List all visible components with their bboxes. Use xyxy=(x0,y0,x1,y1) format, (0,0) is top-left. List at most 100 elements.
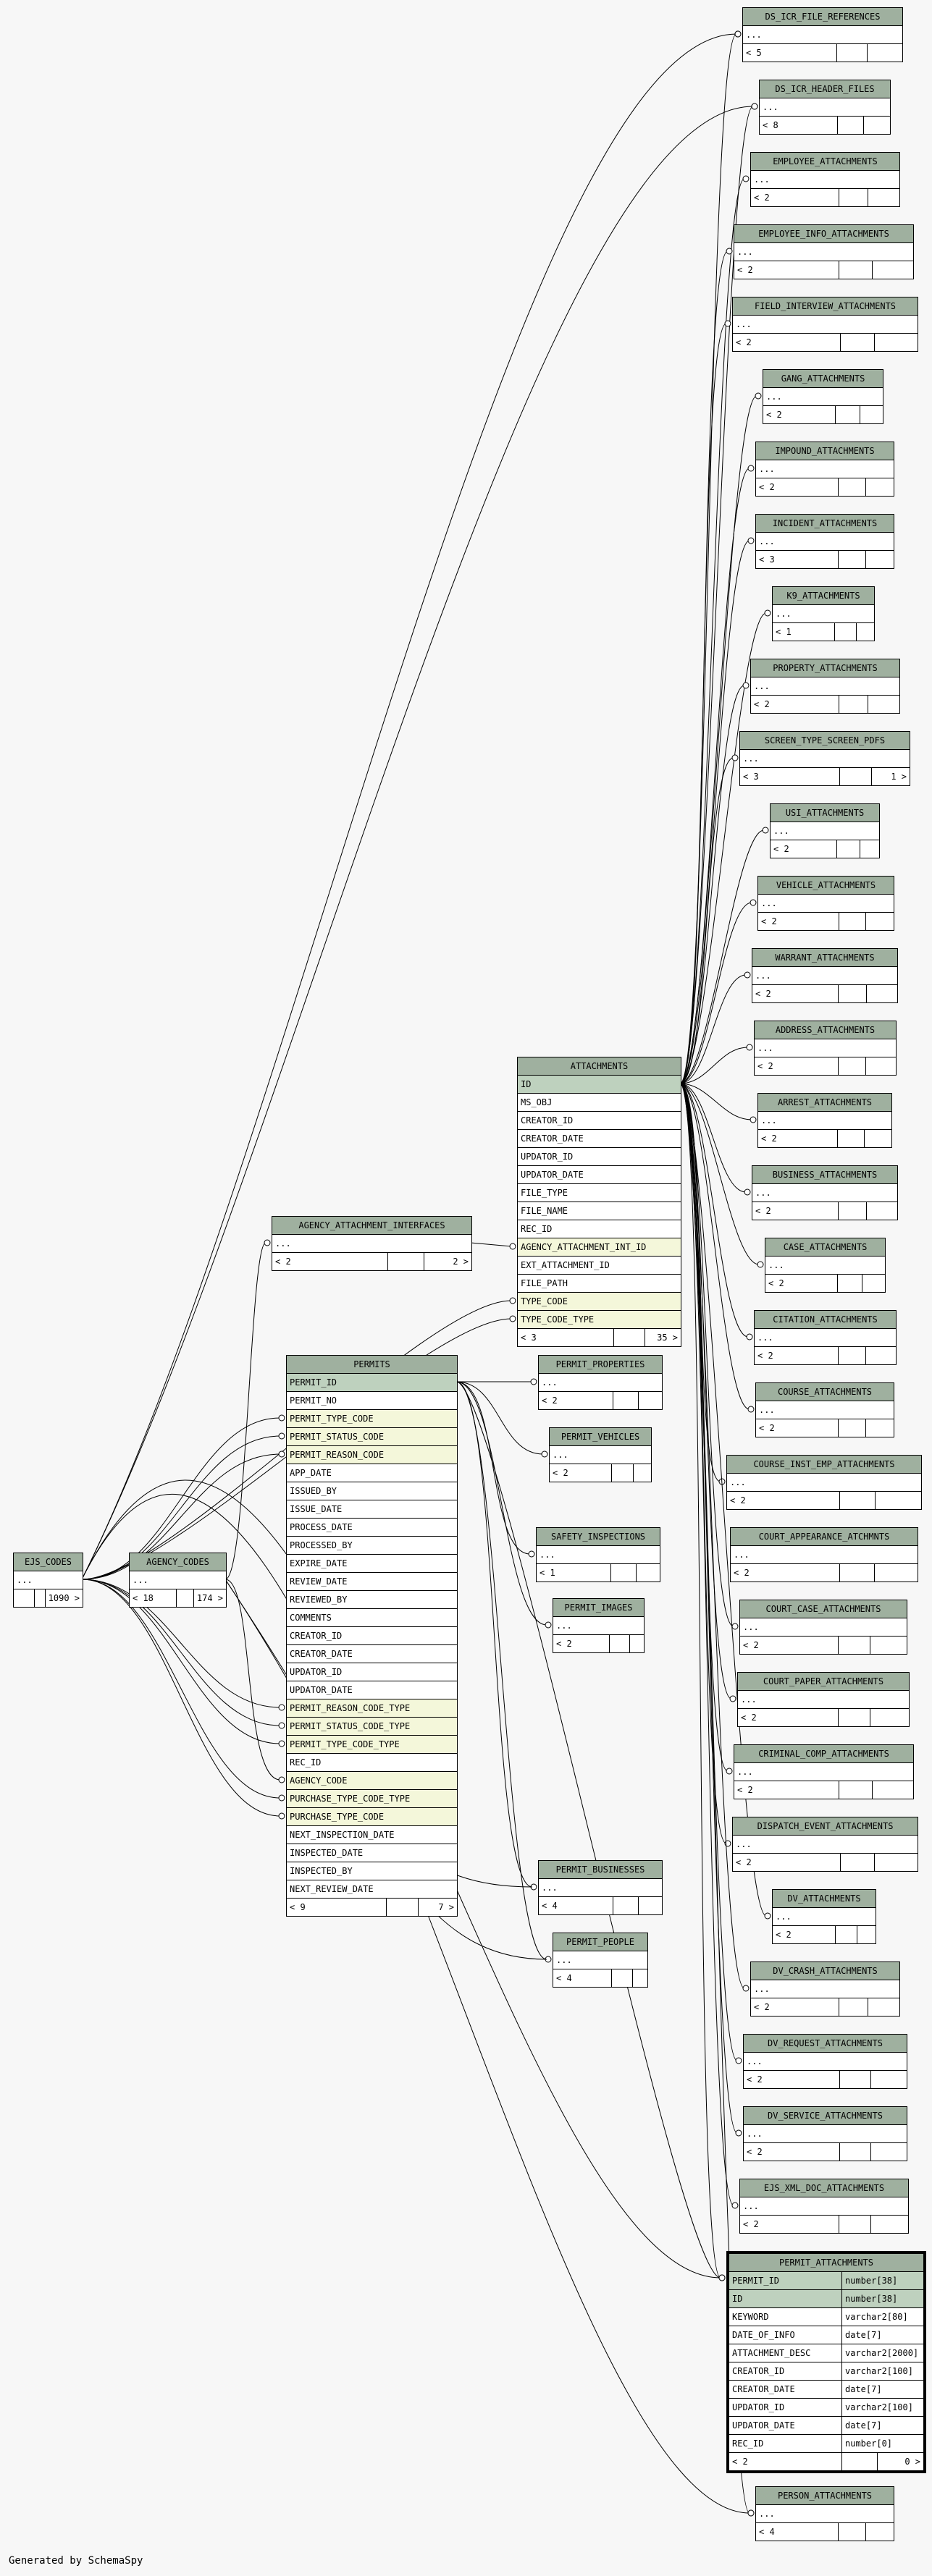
table-title[interactable]: COURT_APPEARANCE_ATCHMNTS xyxy=(731,1528,918,1546)
table-person-attachments[interactable]: PERSON_ATTACHMENTS...< 4 xyxy=(755,2486,894,2541)
table-permit-properties[interactable]: PERMIT_PROPERTIES...< 2 xyxy=(538,1355,663,1410)
table-title[interactable]: EJS_CODES xyxy=(14,1553,83,1571)
children-count xyxy=(860,406,883,423)
table-k9-attachments[interactable]: K9_ATTACHMENTS...< 1 xyxy=(772,586,875,641)
table-title[interactable]: ADDRESS_ATTACHMENTS xyxy=(755,1021,896,1039)
table-title[interactable]: PERMIT_IMAGES xyxy=(553,1599,644,1617)
table-impound-attachments[interactable]: IMPOUND_ATTACHMENTS...< 2 xyxy=(755,442,894,497)
table-title[interactable]: ATTACHMENTS xyxy=(518,1057,681,1076)
table-title[interactable]: DV_REQUEST_ATTACHMENTS xyxy=(744,2035,907,2053)
table-court-paper-attachments[interactable]: COURT_PAPER_ATTACHMENTS...< 2 xyxy=(737,1672,910,1727)
table-title[interactable]: ARREST_ATTACHMENTS xyxy=(758,1094,891,1112)
table-title[interactable]: PERMIT_ATTACHMENTS xyxy=(729,2254,923,2272)
table-usi-attachments[interactable]: USI_ATTACHMENTS...< 2 xyxy=(770,803,880,858)
table-property-attachments[interactable]: PROPERTY_ATTACHMENTS...< 2 xyxy=(750,659,900,714)
table-title[interactable]: GANG_ATTACHMENTS xyxy=(763,370,883,388)
table-dv-attachments[interactable]: DV_ATTACHMENTS...< 2 xyxy=(772,1889,876,1944)
table-criminal-comp-attachments[interactable]: CRIMINAL_COMP_ATTACHMENTS...< 2 xyxy=(734,1744,914,1799)
table-title[interactable]: DS_ICR_HEADER_FILES xyxy=(760,80,890,98)
table-business-attachments[interactable]: BUSINESS_ATTACHMENTS...< 2 xyxy=(752,1165,898,1220)
table-permit-people[interactable]: PERMIT_PEOPLE...< 4 xyxy=(553,1933,648,1988)
table-title[interactable]: COURT_CASE_ATTACHMENTS xyxy=(740,1600,907,1618)
table-title[interactable]: IMPOUND_ATTACHMENTS xyxy=(756,442,894,460)
table-dispatch-event-attachments[interactable]: DISPATCH_EVENT_ATTACHMENTS...< 2 xyxy=(732,1817,918,1872)
column-row: ... xyxy=(727,1474,921,1492)
table-vehicle-attachments[interactable]: VEHICLE_ATTACHMENTS...< 2 xyxy=(757,876,894,931)
table-citation-attachments[interactable]: CITATION_ATTACHMENTS...< 2 xyxy=(754,1310,897,1365)
column-row: NEXT_REVIEW_DATE xyxy=(287,1880,457,1899)
table-title[interactable]: USI_ATTACHMENTS xyxy=(771,804,879,822)
table-title[interactable]: SAFETY_INSPECTIONS xyxy=(537,1528,660,1546)
table-title[interactable]: AGENCY_CODES xyxy=(130,1553,226,1571)
table-title[interactable]: DISPATCH_EVENT_ATTACHMENTS xyxy=(733,1817,918,1836)
table-gang-attachments[interactable]: GANG_ATTACHMENTS...< 2 xyxy=(763,369,883,424)
crowfoot-marker xyxy=(764,609,771,617)
table-title[interactable]: DV_CRASH_ATTACHMENTS xyxy=(751,1962,899,1980)
table-title[interactable]: K9_ATTACHMENTS xyxy=(773,587,874,605)
parents-count: < 2 xyxy=(763,406,836,423)
table-title[interactable]: INCIDENT_ATTACHMENTS xyxy=(756,515,894,533)
table-ds-icr-file-references[interactable]: DS_ICR_FILE_REFERENCES...< 5 xyxy=(742,7,903,62)
relationship-line xyxy=(81,1579,281,1799)
table-ejs-codes[interactable]: EJS_CODES...1090 > xyxy=(13,1553,83,1608)
table-title[interactable]: PERMIT_BUSINESSES xyxy=(539,1861,662,1879)
table-ds-icr-header-files[interactable]: DS_ICR_HEADER_FILES...< 8 xyxy=(759,80,891,135)
relationship-line xyxy=(679,1047,749,1084)
table-title[interactable]: AGENCY_ATTACHMENT_INTERFACES xyxy=(272,1217,471,1235)
table-title[interactable]: PERSON_ATTACHMENTS xyxy=(756,2487,894,2505)
column-row: PERMIT_REASON_CODE_TYPE xyxy=(287,1699,457,1718)
parents-count: < 2 xyxy=(731,1564,840,1582)
table-title[interactable]: CITATION_ATTACHMENTS xyxy=(755,1311,896,1329)
table-court-appearance-atchmnts[interactable]: COURT_APPEARANCE_ATCHMNTS...< 2 xyxy=(730,1527,918,1582)
table-permit-vehicles[interactable]: PERMIT_VEHICLES...< 2 xyxy=(549,1427,652,1482)
table-employee-info-attachments[interactable]: EMPLOYEE_INFO_ATTACHMENTS...< 2 xyxy=(734,224,914,279)
table-incident-attachments[interactable]: INCIDENT_ATTACHMENTS...< 3 xyxy=(755,514,894,569)
table-permit-businesses[interactable]: PERMIT_BUSINESSES...< 4 xyxy=(538,1860,663,1915)
table-warrant-attachments[interactable]: WARRANT_ATTACHMENTS...< 2 xyxy=(752,948,898,1003)
table-title[interactable]: DV_SERVICE_ATTACHMENTS xyxy=(744,2107,907,2125)
table-title[interactable]: EMPLOYEE_ATTACHMENTS xyxy=(751,153,899,171)
table-title[interactable]: PERMIT_PEOPLE xyxy=(553,1933,647,1951)
table-course-attachments[interactable]: COURSE_ATTACHMENTS...< 2 xyxy=(755,1382,894,1437)
table-address-attachments[interactable]: ADDRESS_ATTACHMENTS...< 2 xyxy=(754,1021,897,1076)
table-title[interactable]: PROPERTY_ATTACHMENTS xyxy=(751,659,899,677)
table-ejs-xml-doc-attachments[interactable]: EJS_XML_DOC_ATTACHMENTS...< 2 xyxy=(739,2179,909,2234)
table-case-attachments[interactable]: CASE_ATTACHMENTS...< 2 xyxy=(765,1238,886,1293)
table-title[interactable]: COURSE_INST_EMP_ATTACHMENTS xyxy=(727,1456,921,1474)
table-court-case-attachments[interactable]: COURT_CASE_ATTACHMENTS...< 2 xyxy=(739,1600,907,1655)
table-title[interactable]: COURT_PAPER_ATTACHMENTS xyxy=(738,1673,909,1691)
table-title[interactable]: DV_ATTACHMENTS xyxy=(773,1890,876,1908)
table-title[interactable]: CASE_ATTACHMENTS xyxy=(765,1238,885,1257)
table-safety-inspections[interactable]: SAFETY_INSPECTIONS...< 1 xyxy=(536,1527,660,1582)
table-course-inst-emp-attachments[interactable]: COURSE_INST_EMP_ATTACHMENTS...< 2 xyxy=(726,1455,922,1510)
parents-count: < 9 xyxy=(287,1899,387,1916)
table-title[interactable]: CRIMINAL_COMP_ATTACHMENTS xyxy=(734,1745,913,1763)
table-title[interactable]: VEHICLE_ATTACHMENTS xyxy=(758,877,894,895)
table-title[interactable]: PERMIT_PROPERTIES xyxy=(539,1356,662,1374)
table-title[interactable]: DS_ICR_FILE_REFERENCES xyxy=(743,8,902,26)
table-employee-attachments[interactable]: EMPLOYEE_ATTACHMENTS...< 2 xyxy=(750,152,900,207)
table-arrest-attachments[interactable]: ARREST_ATTACHMENTS...< 2 xyxy=(757,1093,892,1148)
table-title[interactable]: PERMIT_VEHICLES xyxy=(550,1428,651,1446)
table-title[interactable]: SCREEN_TYPE_SCREEN_PDFS xyxy=(740,732,910,750)
table-title[interactable]: EJS_XML_DOC_ATTACHMENTS xyxy=(740,2179,908,2197)
table-dv-request-attachments[interactable]: DV_REQUEST_ATTACHMENTS...< 2 xyxy=(743,2034,907,2089)
table-title[interactable]: WARRANT_ATTACHMENTS xyxy=(752,949,897,967)
table-title[interactable]: EMPLOYEE_INFO_ATTACHMENTS xyxy=(734,225,913,243)
table-dv-crash-attachments[interactable]: DV_CRASH_ATTACHMENTS...< 2 xyxy=(750,1961,900,2017)
table-field-interview-attachments[interactable]: FIELD_INTERVIEW_ATTACHMENTS...< 2 xyxy=(732,297,918,352)
table-permit-images[interactable]: PERMIT_IMAGES...< 2 xyxy=(553,1598,645,1653)
table-title[interactable]: PERMITS xyxy=(287,1356,457,1374)
table-title[interactable]: FIELD_INTERVIEW_ATTACHMENTS xyxy=(733,297,918,316)
column-row: ... xyxy=(14,1571,83,1589)
table-title[interactable]: BUSINESS_ATTACHMENTS xyxy=(752,1166,897,1184)
table-dv-service-attachments[interactable]: DV_SERVICE_ATTACHMENTS...< 2 xyxy=(743,2106,907,2161)
table-title[interactable]: COURSE_ATTACHMENTS xyxy=(756,1383,894,1401)
